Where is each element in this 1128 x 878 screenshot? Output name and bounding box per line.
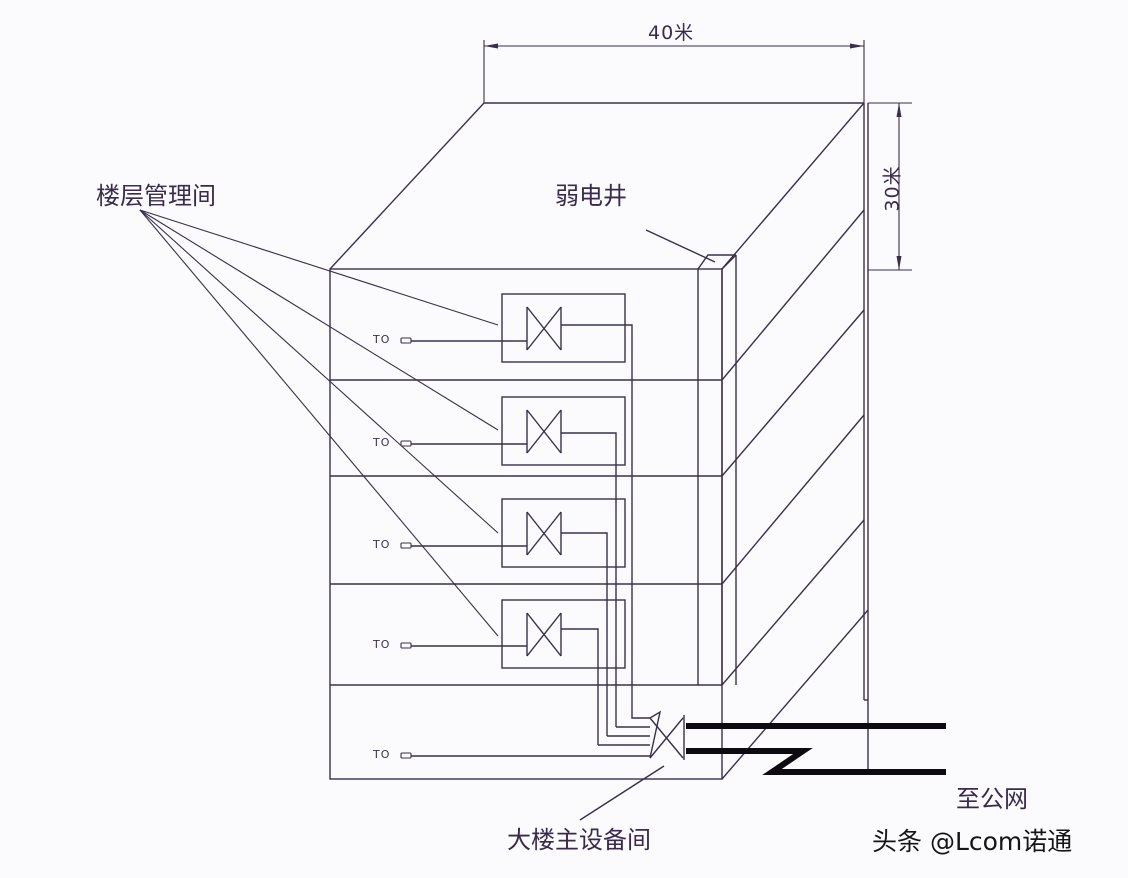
- floor-switch-1: [411, 293, 633, 700]
- height-dimension: [868, 102, 912, 271]
- floor-room-leaders: [139, 209, 499, 637]
- outlet-connectors: [400, 337, 412, 759]
- outlet-label-floor-2: TO: [373, 436, 391, 449]
- width-dimension: [483, 40, 865, 103]
- shaft-label: 弱电井: [555, 182, 627, 210]
- outlet-label-floor-4: TO: [373, 638, 391, 651]
- floor-switch-3: [411, 498, 626, 736]
- outlet-label-floor-1: TO: [373, 333, 391, 346]
- outlet-label-floor-5: TO: [373, 748, 391, 761]
- floor-switch-2: [411, 396, 626, 727]
- floor-rooms-label: 楼层管理间: [96, 182, 216, 210]
- watermark: 头条 @Lcom诺通: [872, 827, 1073, 856]
- public-network-label: 至公网: [956, 785, 1028, 813]
- outlet-label-floor-3: TO: [373, 538, 391, 551]
- width-dimension-label: 40米: [648, 22, 695, 44]
- shaft: [645, 229, 737, 685]
- main-switch: [579, 710, 685, 821]
- riser-cables: [411, 700, 650, 757]
- main-room-label: 大楼主设备间: [507, 826, 651, 854]
- floor-switch-4: [411, 599, 626, 745]
- height-dimension-label: 30米: [881, 165, 904, 212]
- public-network-cable: [686, 723, 946, 775]
